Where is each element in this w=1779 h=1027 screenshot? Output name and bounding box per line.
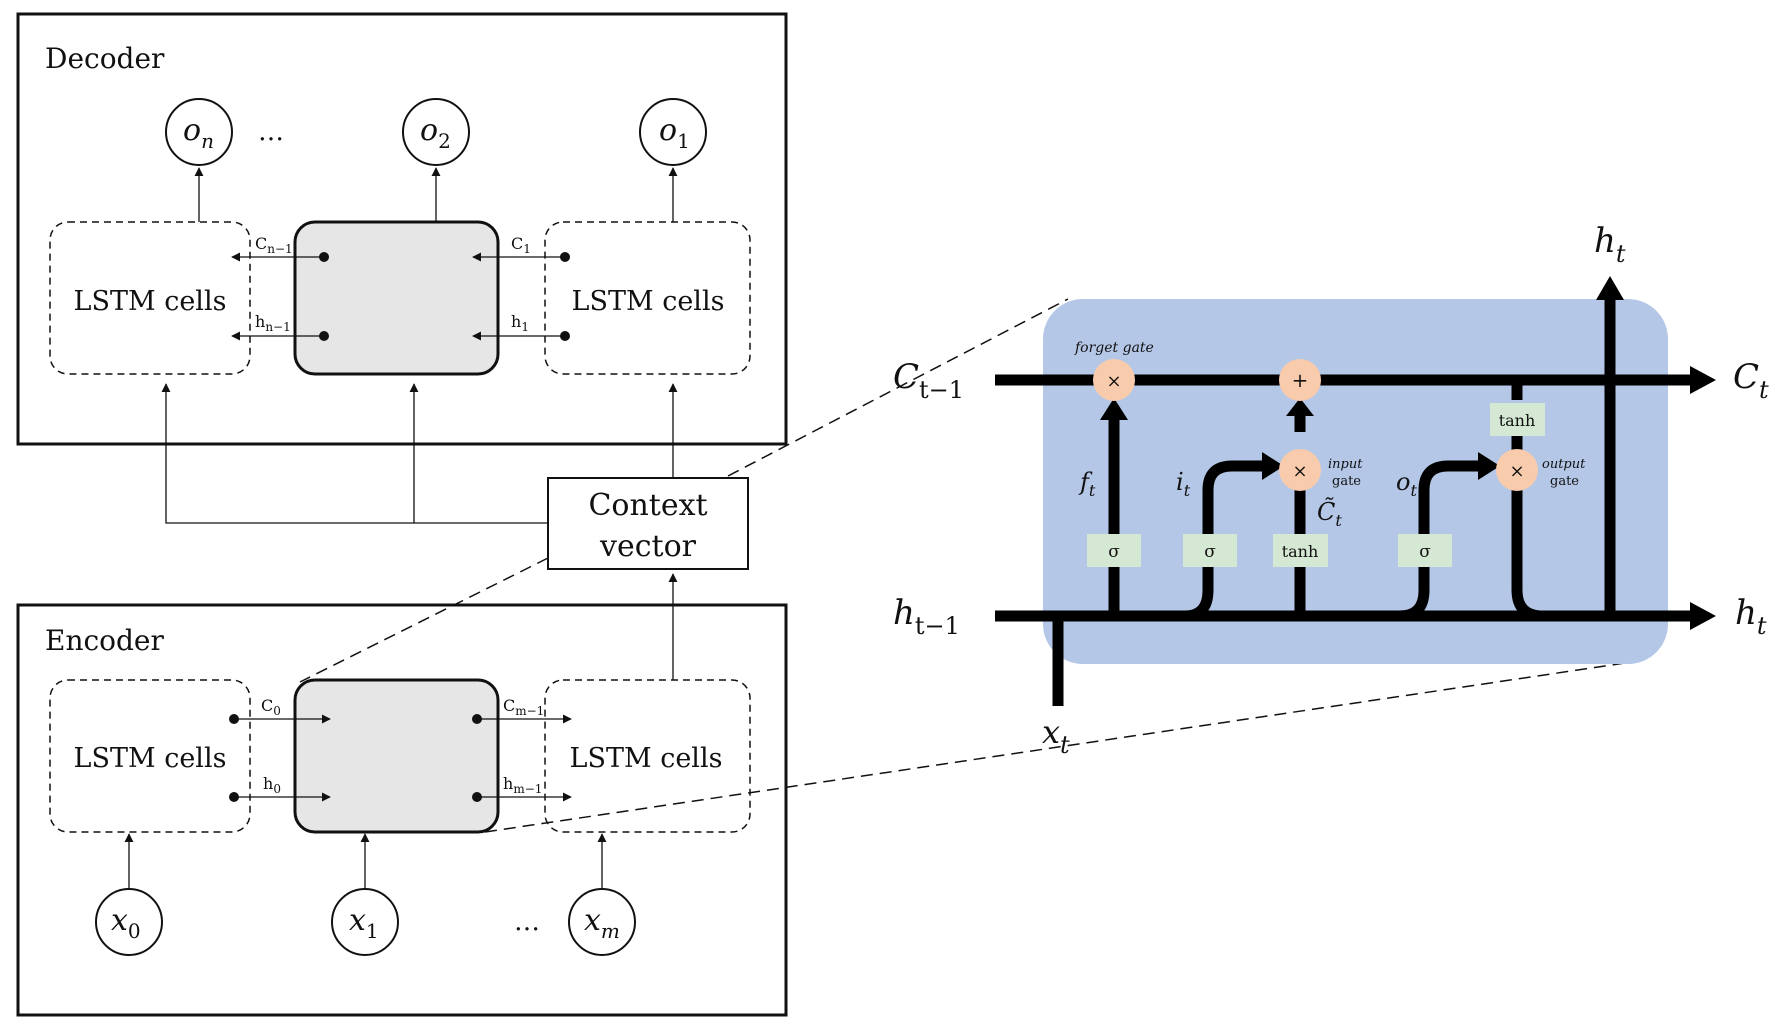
encoder-h-right-label: hm−1 (503, 774, 542, 796)
input-gate-caption-2: gate (1332, 474, 1361, 489)
input-xm-label: xm (584, 903, 620, 943)
context-label-line2: vector (599, 529, 697, 564)
context-label-line1: Context (588, 488, 707, 523)
encoder-middle-cell (293, 678, 500, 834)
output-o1-label: o1 (659, 113, 690, 153)
forget-gate-caption: forget gate (1074, 340, 1154, 356)
zoom-lines (299, 298, 1626, 833)
forget-multiply-op (1093, 359, 1135, 401)
decoder-title: Decoder (45, 42, 165, 75)
decoder-panel: Decoder on … o2 o1 LSTM cells LSTM cells… (16, 12, 788, 446)
svg-text:×: × (1292, 461, 1307, 482)
svg-text:tanh: tanh (1499, 411, 1536, 430)
encoder-lstm-left-label: LSTM cells (74, 743, 227, 774)
encoder-title: Encoder (45, 624, 165, 657)
input-sigma-box (1183, 534, 1237, 567)
svg-text:σ: σ (1419, 542, 1431, 562)
h-next-label: ht (1735, 593, 1767, 640)
encoder-ellipsis: … (514, 907, 540, 937)
encoder-c-right-label: Cm−1 (503, 696, 544, 718)
candidate-tanh-box (1273, 534, 1328, 567)
output-node-on (165, 98, 233, 166)
decoder-c-right-label: C1 (511, 234, 531, 256)
output-node-o1 (639, 98, 707, 166)
decoder-middle-cell (293, 220, 500, 376)
output-o2-label: o2 (420, 113, 451, 153)
ot-label: ot (1396, 468, 1417, 500)
context-connections (161, 383, 678, 680)
svg-text:+: + (1292, 368, 1309, 392)
input-x0-label: x0 (111, 903, 141, 943)
input-gate-caption-1: input (1328, 457, 1363, 472)
input-node-xm (568, 888, 636, 956)
h-prev-label: ht−1 (893, 593, 960, 640)
context-vector-box: Context vector (547, 477, 749, 570)
c-prev-label: Ct−1 (893, 357, 964, 404)
decoder-h-left-label: hn−1 (255, 312, 291, 334)
decoder-ellipsis: … (258, 117, 284, 147)
svg-text:σ: σ (1204, 542, 1216, 562)
input-node-x0 (95, 888, 163, 956)
svg-text:σ: σ (1108, 542, 1120, 562)
output-gate-caption-1: output (1542, 457, 1586, 472)
output-sigma-box (1398, 534, 1452, 567)
lstm-cell-detail: × + × × σ σ tanh σ tanh forget gate inpu… (893, 221, 1769, 759)
forget-sigma-box (1087, 534, 1141, 567)
decoder-lstm-right-label: LSTM cells (572, 286, 725, 317)
ctilde-label: C̃t (1317, 498, 1342, 530)
output-multiply-op (1496, 449, 1538, 491)
decoder-h-right-label: h1 (511, 312, 529, 334)
encoder-c-left-label: C0 (261, 696, 281, 718)
h-top-label: ht (1594, 221, 1626, 268)
svg-text:×: × (1106, 371, 1121, 392)
encoder-lstm-right-label: LSTM cells (570, 743, 723, 774)
input-node-x1 (331, 888, 399, 956)
x-input-label: xt (1042, 713, 1070, 759)
decoder-lstm-left-label: LSTM cells (74, 286, 227, 317)
encoder-lstm-cells-right (544, 679, 751, 833)
input-x1-label: x1 (349, 903, 379, 943)
input-multiply-op (1279, 449, 1321, 491)
encoder-panel: Encoder LSTM cells LSTM cells C0 h0 Cm−1… (16, 603, 788, 1017)
output-node-o2 (402, 98, 470, 166)
c-next-label: Ct (1733, 357, 1769, 404)
svg-text:tanh: tanh (1282, 542, 1319, 561)
output-on-label: on (183, 113, 214, 153)
output-gate-caption-2: gate (1550, 474, 1579, 489)
cell-tanh-box (1490, 403, 1545, 436)
decoder-c-left-label: Cn−1 (255, 234, 293, 256)
svg-text:×: × (1509, 461, 1524, 482)
cell-add-op (1279, 359, 1321, 401)
decoder-lstm-cells-right (544, 221, 751, 375)
it-label: it (1176, 468, 1191, 500)
encoder-h-left-label: h0 (263, 774, 281, 796)
